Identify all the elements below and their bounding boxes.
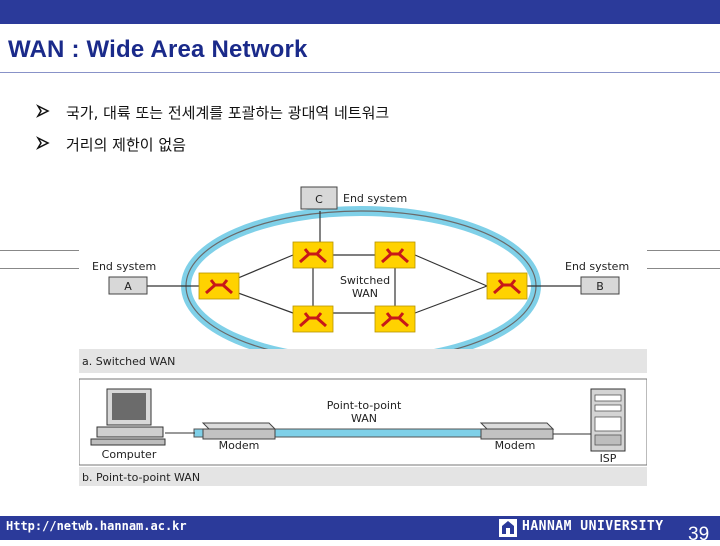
node-a-label: A xyxy=(124,280,132,293)
modem-left-icon xyxy=(201,422,277,440)
caption-a: a. Switched WAN xyxy=(82,355,175,368)
bullet-text: 국가, 대륙 또는 전세계를 포괄하는 광대역 네트워크 xyxy=(66,104,390,122)
switched-wan-panel: C End system A End system B End system S… xyxy=(79,173,647,373)
top-bar xyxy=(0,0,720,24)
computer-label: Computer xyxy=(102,448,157,461)
node-b-label: B xyxy=(596,280,604,293)
footer-bar: Http://netwb.hannam.ac.kr HANNAM UNIVERS… xyxy=(0,516,720,545)
modem-right-label: Modem xyxy=(495,439,536,452)
panel-b-frame xyxy=(79,378,647,466)
left-divider-line xyxy=(0,268,79,269)
switch-icon xyxy=(373,240,417,270)
end-system-top-label: End system xyxy=(343,192,407,205)
switched-wan-label-line1: Switched xyxy=(340,274,390,287)
point-to-point-panel: Point-to-point WAN Modem Modem Computer … xyxy=(79,373,647,486)
node-c-box xyxy=(300,186,338,210)
node-c-label: C xyxy=(315,193,323,206)
bullet-item: 거리의 제한이 없음 xyxy=(36,134,186,155)
switch-icon xyxy=(197,271,241,301)
slide-title: WAN : Wide Area Network xyxy=(8,36,308,63)
caption-b-band xyxy=(79,467,647,486)
switch-icon xyxy=(373,304,417,334)
wan-figure: C End system A End system B End system S… xyxy=(79,173,647,486)
computer-icon xyxy=(90,388,166,446)
caption-b: b. Point-to-point WAN xyxy=(82,471,200,484)
switch-icon xyxy=(485,271,529,301)
right-divider-line xyxy=(647,268,720,269)
end-system-right-label: End system xyxy=(565,260,629,273)
footer-university: HANNAM UNIVERSITY xyxy=(522,519,664,534)
end-system-left-label: End system xyxy=(92,260,156,273)
isp-server-icon xyxy=(590,388,626,452)
title-divider xyxy=(0,72,720,73)
switch-icon xyxy=(291,304,335,334)
node-b-box xyxy=(580,276,620,295)
left-divider-line xyxy=(0,250,79,251)
arrowhead-bullet-icon xyxy=(36,103,50,122)
arrowhead-bullet-icon xyxy=(36,135,50,154)
modem-left-label: Modem xyxy=(219,439,260,452)
switch-links xyxy=(139,211,591,314)
right-divider-line xyxy=(647,250,720,251)
page-number: 39 xyxy=(688,524,710,545)
ptp-label-line1: Point-to-point xyxy=(327,399,402,412)
university-logo-icon xyxy=(499,519,517,537)
node-a-box xyxy=(108,276,148,295)
footer-url: Http://netwb.hannam.ac.kr xyxy=(6,519,187,533)
bullet-item: 국가, 대륙 또는 전세계를 포괄하는 광대역 네트워크 xyxy=(36,102,389,123)
modem-right-icon xyxy=(479,422,555,440)
caption-a-band xyxy=(79,349,647,373)
bullet-text: 거리의 제한이 없음 xyxy=(66,136,186,154)
switched-wan-label-line2: WAN xyxy=(352,287,378,300)
switch-icon xyxy=(291,240,335,270)
ptp-label-line2: WAN xyxy=(351,412,377,425)
isp-label: ISP xyxy=(600,452,617,465)
